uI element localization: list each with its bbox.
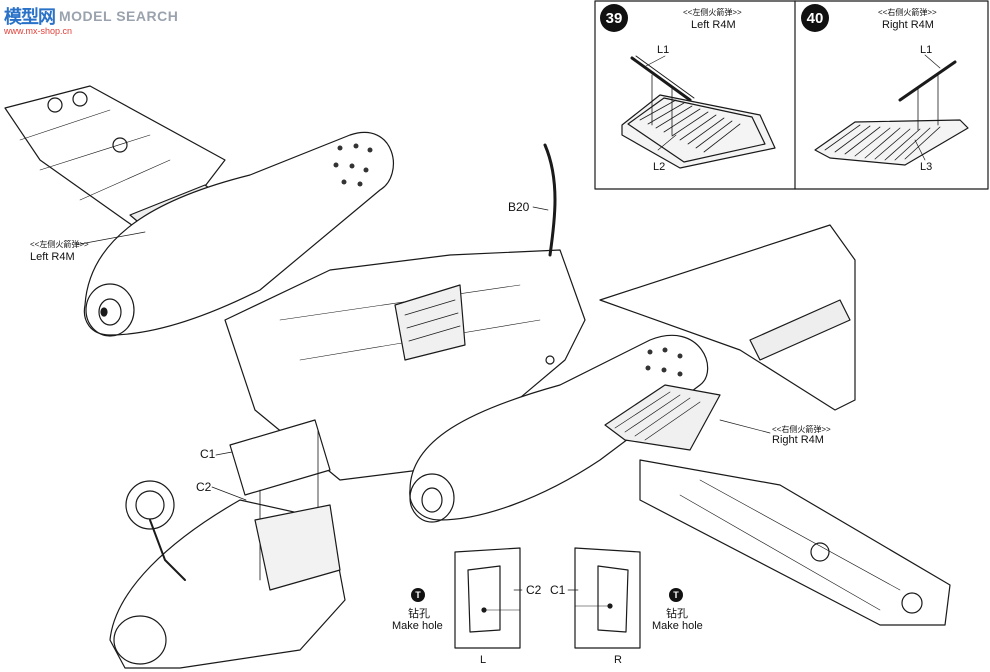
step-39-part-l2: L2 [653,161,666,173]
inset-right-panel [574,547,641,649]
logo-url: www.mx-shop.cn [4,26,73,36]
step-40-title-en: Right R4M [882,19,934,31]
drill-icon-left: T [411,588,425,602]
inset-left-panel [454,547,521,649]
step-39-part-l1: L1 [657,44,670,56]
left-rocket-label-en: Left R4M [30,251,75,263]
right-rocket-label-en: Right R4M [772,434,824,446]
right-engine [409,334,721,523]
inset-left-part-label: C2 [526,583,542,597]
step-39-title-en: Left R4M [691,19,736,31]
step-40-title-cn: <<右侧火箭弹>> [878,8,937,17]
inset-left-drill-en: Make hole [392,620,443,632]
part-c1-label: C1 [200,447,216,461]
right-wing [599,224,951,626]
step-40-number: 40 [801,4,829,32]
inset-right-drill-cn: 钻孔 [666,608,688,620]
step-boxes-frame [594,0,989,190]
logo-chars: 模型网 [4,7,56,27]
step-40-part-l3: L3 [920,161,933,173]
inset-left-side: L [480,654,487,666]
inset-right-side: R [614,654,622,666]
nose-section [109,419,346,669]
logo-word: MODEL SEARCH [59,8,179,24]
part-c2-label: C2 [196,480,212,494]
inset-left-drill-cn: 钻孔 [408,608,430,620]
left-rocket-label-cn: <<左侧火箭弹>> [30,240,89,249]
watermark-logo: 模型网 MODEL SEARCH [4,3,178,29]
drill-icon-right: T [669,588,683,602]
step-39-title-cn: <<左侧火箭弹>> [683,8,742,17]
inset-right-part-label: C1 [550,583,566,597]
step-39-number: 39 [600,4,628,32]
left-engine [83,132,394,337]
step40-rack [814,60,969,166]
right-rocket-label-cn: <<右侧火箭弹>> [772,425,831,434]
part-b20-label: B20 [508,200,530,214]
step-40-part-l1: L1 [920,44,933,56]
step39-rack [621,55,776,169]
inset-right-drill-en: Make hole [652,620,703,632]
